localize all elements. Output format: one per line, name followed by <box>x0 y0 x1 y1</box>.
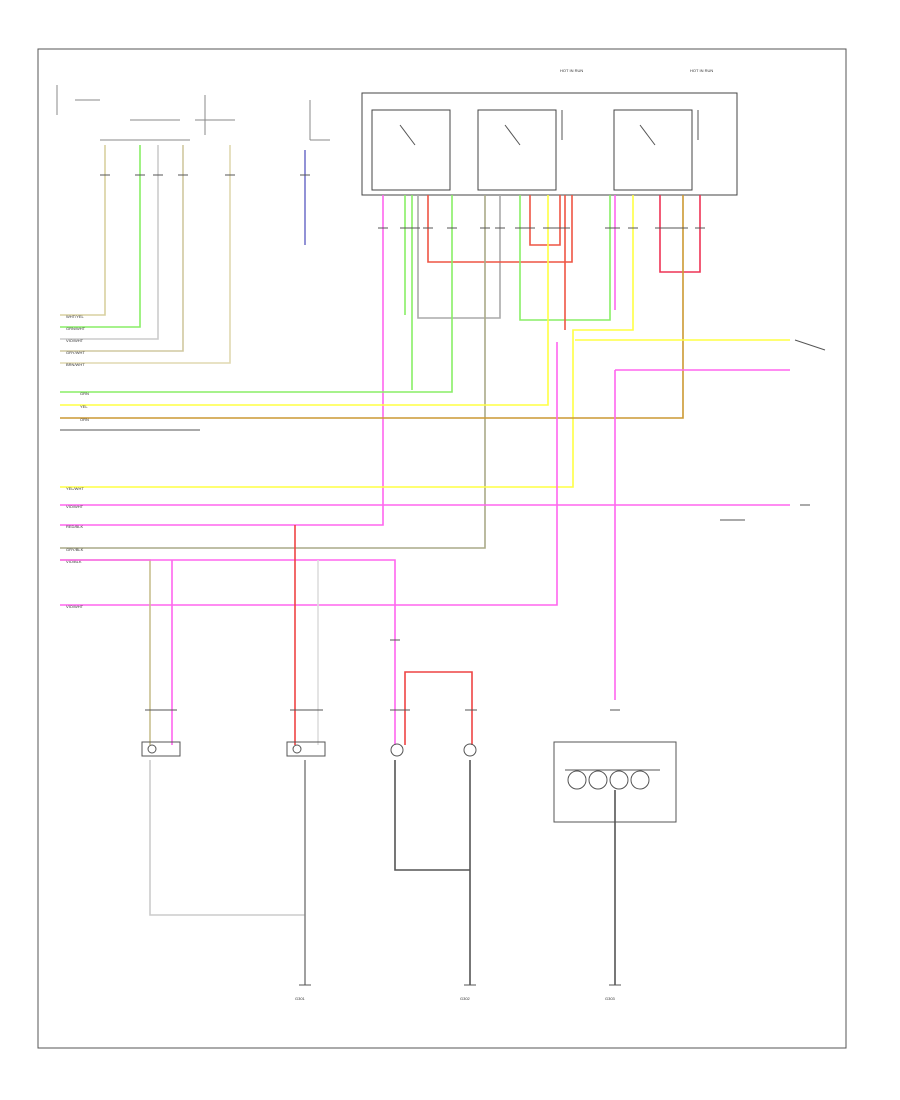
left-stop-bulb <box>141 741 181 757</box>
relay-3 <box>613 109 693 191</box>
ground-label-1: G301 <box>295 996 306 1001</box>
relay-1 <box>371 109 451 191</box>
svg-text:YEL: YEL <box>80 404 88 409</box>
relay-output-wires <box>60 195 701 549</box>
ground-label-3: G303 <box>605 996 616 1001</box>
diagram-frame <box>37 48 847 1049</box>
svg-text:VIO/WHT: VIO/WHT <box>66 504 84 509</box>
svg-text:VIO/BLK: VIO/BLK <box>66 559 82 564</box>
svg-text:RED/BLK: RED/BLK <box>66 524 83 529</box>
left-license-bulb <box>390 743 404 757</box>
left-feed-wires <box>60 145 306 364</box>
hot-run-label-1: HOT IN RUN <box>560 68 583 73</box>
left-switch-group <box>56 85 330 141</box>
lamp-wires <box>60 525 616 985</box>
svg-text:GRY/WHT: GRY/WHT <box>66 350 85 355</box>
ground-label-2: G302 <box>460 996 471 1001</box>
bulbs <box>141 741 677 823</box>
right-stop-bulb <box>286 741 326 757</box>
relay-module-outline <box>361 92 738 196</box>
relay-2 <box>477 109 557 191</box>
svg-text:GRN: GRN <box>80 391 89 396</box>
right-license-bulb <box>463 743 477 757</box>
left-stub-labels: WHT/YEL GRN/WHT VIO/WHT GRY/WHT BRN/WHT … <box>66 314 89 609</box>
relay-module <box>361 92 738 196</box>
lamp-connector-pins <box>145 639 620 711</box>
svg-text:VIO/WHT: VIO/WHT <box>66 338 84 343</box>
svg-text:ORN: ORN <box>80 417 89 422</box>
right-side-wires <box>60 339 826 700</box>
svg-text:GRN/WHT: GRN/WHT <box>66 326 86 331</box>
svg-text:WHT/YEL: WHT/YEL <box>66 314 85 319</box>
svg-text:VIO/WHT: VIO/WHT <box>66 604 84 609</box>
svg-text:YEL/WHT: YEL/WHT <box>66 486 84 491</box>
hitch-lamp-box <box>553 741 677 823</box>
svg-text:BRN/WHT: BRN/WHT <box>66 362 85 367</box>
svg-text:GRY/BLK: GRY/BLK <box>66 547 84 552</box>
hot-run-label-2: HOT IN RUN <box>690 68 713 73</box>
